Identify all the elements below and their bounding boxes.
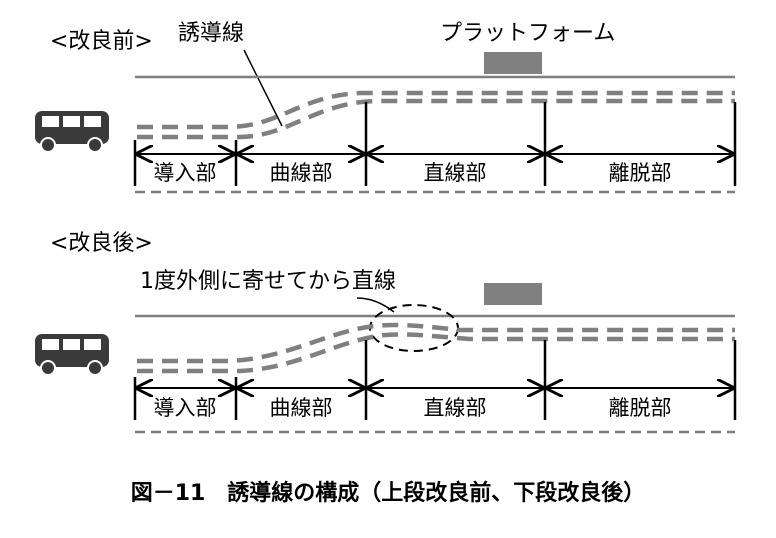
after-heading: <改良後> <box>50 231 153 256</box>
before-heading: <改良前> <box>50 29 153 54</box>
segment-intro-after: 導入部 <box>154 396 217 420</box>
guide-line-label: 誘導線 <box>178 21 244 46</box>
guide-line-upper <box>137 90 735 130</box>
segment-exit-after: 離脱部 <box>609 396 672 420</box>
segment-curve-after: 曲線部 <box>270 396 333 420</box>
guide-line-lower-after <box>137 332 735 374</box>
bus-icon-after <box>35 334 109 376</box>
segment-straight-after: 直線部 <box>424 396 487 420</box>
bus-icon <box>35 111 109 153</box>
after-panel: <改良後> 1度外側に寄せてから直線 導入部 曲線部 直線部 <box>35 231 737 434</box>
before-panel: <改良前> 誘導線 プラットフォーム 導入部 曲線部 直線部 離脱 <box>35 21 737 194</box>
segment-exit: 離脱部 <box>609 161 672 185</box>
guide-line-lower <box>137 98 735 140</box>
platform-marker <box>484 52 542 74</box>
platform-marker-after <box>484 283 542 305</box>
figure-caption: 図－11 誘導線の構成（上段改良前、下段改良後） <box>131 480 646 506</box>
platform-label: プラットフォーム <box>440 21 615 46</box>
segment-intro: 導入部 <box>154 161 217 185</box>
segment-curve: 曲線部 <box>270 161 333 185</box>
callout-leader <box>356 297 395 313</box>
segment-straight: 直線部 <box>424 161 487 185</box>
guide-line-upper-after <box>137 322 735 364</box>
callout-label: 1度外側に寄せてから直線 <box>140 269 396 294</box>
guide-label-leader <box>243 49 283 127</box>
